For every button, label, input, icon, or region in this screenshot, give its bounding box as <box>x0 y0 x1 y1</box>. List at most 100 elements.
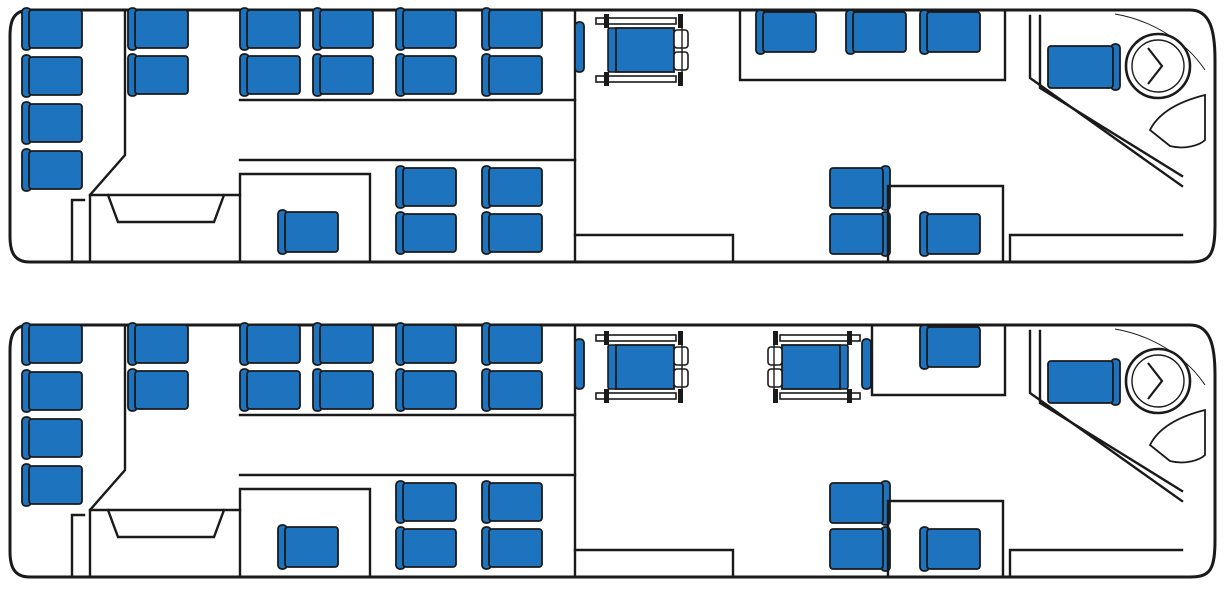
bus-seat-icon <box>21 101 83 145</box>
seat-cushion <box>28 9 83 49</box>
seat-cushion <box>319 324 374 364</box>
dashboard <box>1148 93 1206 149</box>
seat-cushion <box>246 370 301 410</box>
bus-seat-icon <box>395 7 457 51</box>
seat-cushion <box>829 167 884 209</box>
seat-cushion <box>134 370 189 410</box>
seat-cushion <box>402 528 457 568</box>
bus-seat-icon <box>755 9 817 55</box>
flip-seat <box>861 338 872 390</box>
seat-cushion <box>134 55 189 95</box>
seat-cushion <box>246 55 301 95</box>
seat-cushion <box>488 167 543 207</box>
driver-cab <box>1028 328 1206 503</box>
wheelchair-wheel <box>678 331 683 345</box>
partition-wall <box>870 323 1007 397</box>
seat-cushion <box>762 11 817 53</box>
seat-cushion <box>319 370 374 410</box>
bus-seat-icon <box>481 165 543 209</box>
bus-seat-icon <box>277 209 339 255</box>
partition-wall <box>573 233 735 264</box>
cab-partition <box>1028 14 1184 188</box>
bus-seat-icon <box>481 322 543 366</box>
partition-wall <box>88 8 127 264</box>
seat-cushion <box>852 11 907 53</box>
bus-seat-icon <box>919 9 981 55</box>
seat-cushion <box>28 465 83 505</box>
bus-seat-icon <box>829 526 891 572</box>
wheelchair-space-icon <box>767 331 861 403</box>
bus-seat-icon <box>127 368 189 412</box>
bus-seat-icon <box>21 7 83 51</box>
seat-cushion <box>926 11 981 53</box>
seat-cushion <box>488 370 543 410</box>
wheelchair-space-icon <box>595 14 689 86</box>
bus-seat-icon <box>395 53 457 97</box>
steering-rim-inner <box>1131 354 1185 408</box>
rear-bench <box>106 193 226 224</box>
wheelchair-wheel <box>604 72 609 86</box>
seat-cushion <box>488 482 543 522</box>
bus-seat-icon <box>127 322 189 366</box>
bus-hull <box>8 8 1217 264</box>
wheelchair-footrest <box>767 346 783 366</box>
bus-seat-icon <box>1047 358 1121 406</box>
seat-cushion <box>28 371 83 411</box>
bus-seat-icon <box>21 463 83 507</box>
bus-seat-icon <box>919 211 981 257</box>
wheelchair-rail <box>779 392 861 400</box>
partition-wall <box>573 548 735 579</box>
steering-rim-inner <box>1131 39 1185 93</box>
partition-wall <box>886 499 1005 579</box>
partition-wall <box>238 487 372 579</box>
partition-wall <box>238 172 372 264</box>
wheelchair-rail <box>779 334 861 342</box>
seat-cushion <box>28 56 83 96</box>
bus-seat-icon <box>312 368 374 412</box>
bus-seat-icon <box>21 416 83 460</box>
seat-cushion <box>488 324 543 364</box>
bus-seat-icon <box>481 526 543 570</box>
wheelchair-wheel <box>678 14 683 28</box>
seat-cushion <box>402 482 457 522</box>
seat-cushion <box>829 482 884 524</box>
bus-seat-icon <box>239 53 301 97</box>
bus-seat-icon <box>395 526 457 570</box>
wheelchair-wheel <box>678 72 683 86</box>
wheelchair-wheel <box>604 331 609 345</box>
wheelchair-footrest <box>767 368 783 388</box>
seat-cushion <box>246 9 301 49</box>
seat-cushion <box>246 324 301 364</box>
cab-partition <box>1038 329 1184 493</box>
wheelchair-wheel <box>773 331 778 345</box>
seat-cushion <box>28 324 83 364</box>
seat-cushion <box>284 211 339 253</box>
bus-layout-1 <box>8 7 1217 264</box>
bus-seat-icon <box>845 9 907 55</box>
bus-seat-icon <box>21 54 83 98</box>
bus-seat-icon <box>919 526 981 572</box>
seat-cushion <box>28 418 83 458</box>
bus-seat-icon <box>481 7 543 51</box>
bus-seat-icon <box>395 165 457 209</box>
seat-cushion <box>1047 45 1114 89</box>
wheelchair-wheel <box>847 331 852 345</box>
seat-cushion <box>402 55 457 95</box>
dashboard <box>1148 408 1206 464</box>
partition-wall <box>886 184 1005 264</box>
cab-partition <box>1038 14 1184 178</box>
wheelchair-wheel <box>604 14 609 28</box>
partition-wall <box>70 513 86 579</box>
wheelchair-rail <box>595 392 677 400</box>
bus-seat-icon <box>395 368 457 412</box>
bus-seat-icon <box>481 53 543 97</box>
bus-seat-icon <box>312 53 374 97</box>
seat-cushion <box>402 213 457 253</box>
steering-wheel-icon <box>1124 32 1192 100</box>
wheelchair-seat <box>781 344 841 390</box>
wheelchair-seat <box>615 27 675 73</box>
seat-cushion <box>402 9 457 49</box>
steering-spoke <box>1147 47 1164 85</box>
seat-cushion <box>28 150 83 190</box>
